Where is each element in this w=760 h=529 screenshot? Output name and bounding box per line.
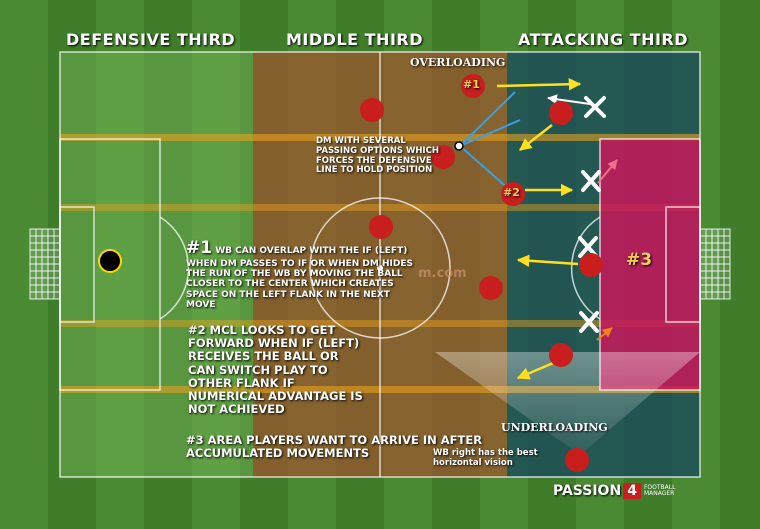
note-1-number: #1 bbox=[186, 238, 213, 258]
player-dot bbox=[549, 101, 573, 125]
left-goal bbox=[29, 228, 61, 300]
passion4fm-logo: PASSION 4 FOOTBALL MANAGER bbox=[553, 482, 675, 500]
player-1-label: #1 bbox=[463, 78, 480, 91]
right-goal bbox=[699, 228, 731, 300]
player-dot bbox=[549, 343, 573, 367]
run-arrow-white bbox=[547, 94, 591, 105]
ball bbox=[454, 141, 464, 151]
center-spot bbox=[377, 265, 383, 271]
note-3: #3 AREA PLAYERS WANT TO ARRIVE IN AFTER … bbox=[186, 433, 483, 461]
player-dot bbox=[360, 98, 384, 122]
defensive-third-title: DEFENSIVE THIRD bbox=[66, 30, 236, 49]
passing-options bbox=[459, 91, 521, 191]
middle-third-title: MIDDLE THIRD bbox=[286, 30, 423, 49]
defender-marks bbox=[578, 96, 606, 333]
watermark: m.com bbox=[418, 266, 467, 281]
player-dot bbox=[479, 276, 503, 300]
underloading-label: UNDERLOADING bbox=[501, 421, 608, 434]
logo-sub: FOOTBALL MANAGER bbox=[644, 485, 675, 497]
arrival-area bbox=[600, 139, 700, 390]
note-1: #1 WB CAN OVERLAP WITH THE IF (left) WHE… bbox=[186, 238, 416, 310]
goalkeeper bbox=[98, 249, 122, 273]
run-arrow-orange bbox=[596, 327, 613, 341]
player-dot bbox=[579, 253, 603, 277]
logo-sub-football: FOOTBALL bbox=[643, 484, 676, 491]
attacking-third-title: ATTACKING THIRD bbox=[518, 30, 689, 49]
player-dm bbox=[431, 145, 455, 169]
dm-note: DM WITH SEVERAL PASSING OPTIONS WHICH FO… bbox=[316, 136, 439, 176]
logo-number: 4 bbox=[623, 483, 641, 499]
note-1-text: WB CAN OVERLAP WITH THE IF (left) WHEN D… bbox=[186, 246, 413, 310]
player-wb-right bbox=[565, 448, 589, 472]
run-arrow-pink bbox=[597, 159, 618, 184]
player-2-label: #2 bbox=[503, 186, 520, 199]
overloading-label: OVERLOADING bbox=[410, 56, 506, 69]
defensive-third-zone bbox=[60, 52, 253, 477]
area-3-label: #3 bbox=[626, 250, 653, 270]
logo-sub-manager: MANAGER bbox=[643, 490, 675, 497]
wb-right-note: WB right has the best horizontal vision bbox=[433, 448, 538, 468]
player-dot bbox=[369, 215, 393, 239]
vision-cone bbox=[435, 352, 700, 455]
player-dot bbox=[501, 182, 525, 206]
player-dot bbox=[461, 74, 485, 98]
logo-word: PASSION bbox=[553, 483, 622, 499]
players bbox=[360, 74, 603, 472]
note-2: #2 MCL LOOKS TO GET FORWARD WHEN IF (lef… bbox=[188, 323, 363, 417]
